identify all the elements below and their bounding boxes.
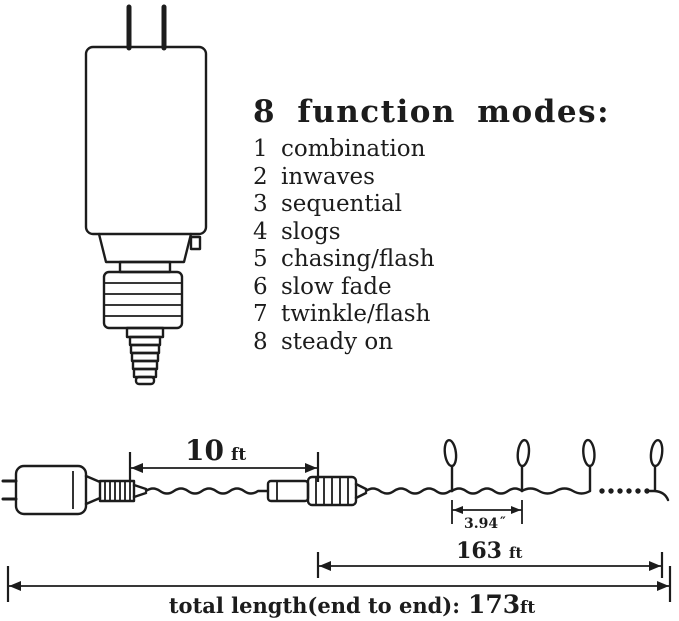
bulb-icon: [516, 438, 531, 493]
lead-length-unit: ft: [231, 445, 246, 465]
mode-label: chasing/flash: [281, 246, 435, 272]
mode-label: slogs: [281, 218, 341, 245]
total-length-dimension: total length(end to end): 173 ft: [6, 566, 672, 619]
string-wire: [520, 487, 592, 495]
total-length-unit: ft: [520, 598, 535, 618]
bulb-spacing-unit: ″: [500, 515, 506, 530]
mode-number: 1: [253, 136, 268, 162]
plug-icon: [1, 464, 148, 516]
plug-prongs-icon: [126, 4, 167, 51]
mode-number: 6: [253, 273, 268, 300]
lit-length-dimension: 163 ft: [316, 538, 664, 578]
total-length-label: total length(end to end):: [169, 593, 460, 618]
string-wire: [450, 487, 524, 495]
cable-strain-relief-icon: [125, 326, 165, 386]
threaded-connector-icon: [102, 270, 184, 330]
mode-item: 4 slogs: [253, 219, 653, 247]
adapter-collar-icon: [97, 232, 202, 274]
continuation-dots: [599, 488, 650, 494]
mode-number: 5: [253, 246, 268, 272]
bulb-icon: [443, 438, 458, 493]
mode-item: 5 chasing/flash: [253, 246, 653, 274]
mode-number: 2: [253, 163, 268, 190]
mode-label: slow fade: [281, 273, 392, 300]
light-string-diagram: 10 ft 3.94 ″ 163 ft: [1, 434, 672, 619]
mode-label: twinkle/flash: [281, 301, 431, 327]
modes-title: 8 function modes:: [253, 94, 611, 130]
mode-number: 3: [253, 191, 268, 217]
mode-item: 7 twinkle/flash: [253, 301, 653, 329]
lit-length-unit: ft: [509, 544, 522, 562]
mode-number: 4: [253, 218, 268, 245]
mode-item: 3 sequential: [253, 191, 653, 219]
bulb-spacing-dimension: 3.94 ″: [451, 500, 523, 532]
mode-item: 2 inwaves: [253, 164, 653, 192]
mode-label: inwaves: [281, 163, 375, 190]
bulb-spacing-value: 3.94: [464, 516, 498, 532]
mode-item: 6 slow fade: [253, 274, 653, 302]
string-wire: [364, 487, 454, 495]
lead-length-dimension: 10 ft: [128, 434, 320, 482]
total-length-value: 173: [468, 590, 520, 619]
adapter-body-icon: [84, 45, 208, 236]
mode-number: 8: [253, 328, 268, 355]
string-wire-end: [648, 489, 670, 502]
mode-item: 1 combination: [253, 136, 653, 164]
lit-length-value: 163: [456, 538, 502, 564]
mode-label: sequential: [281, 191, 403, 217]
mode-label: combination: [281, 136, 426, 162]
connector-icon: [266, 475, 368, 507]
lead-wire: [144, 487, 270, 495]
mode-item: 8 steady on: [253, 329, 653, 357]
power-adapter-drawing: [84, 4, 208, 386]
bulb-icon: [649, 438, 664, 493]
mode-number: 7: [253, 301, 268, 327]
lead-length-value: 10: [185, 434, 224, 467]
bulb-icon: [582, 438, 596, 493]
mode-label: steady on: [281, 328, 394, 355]
